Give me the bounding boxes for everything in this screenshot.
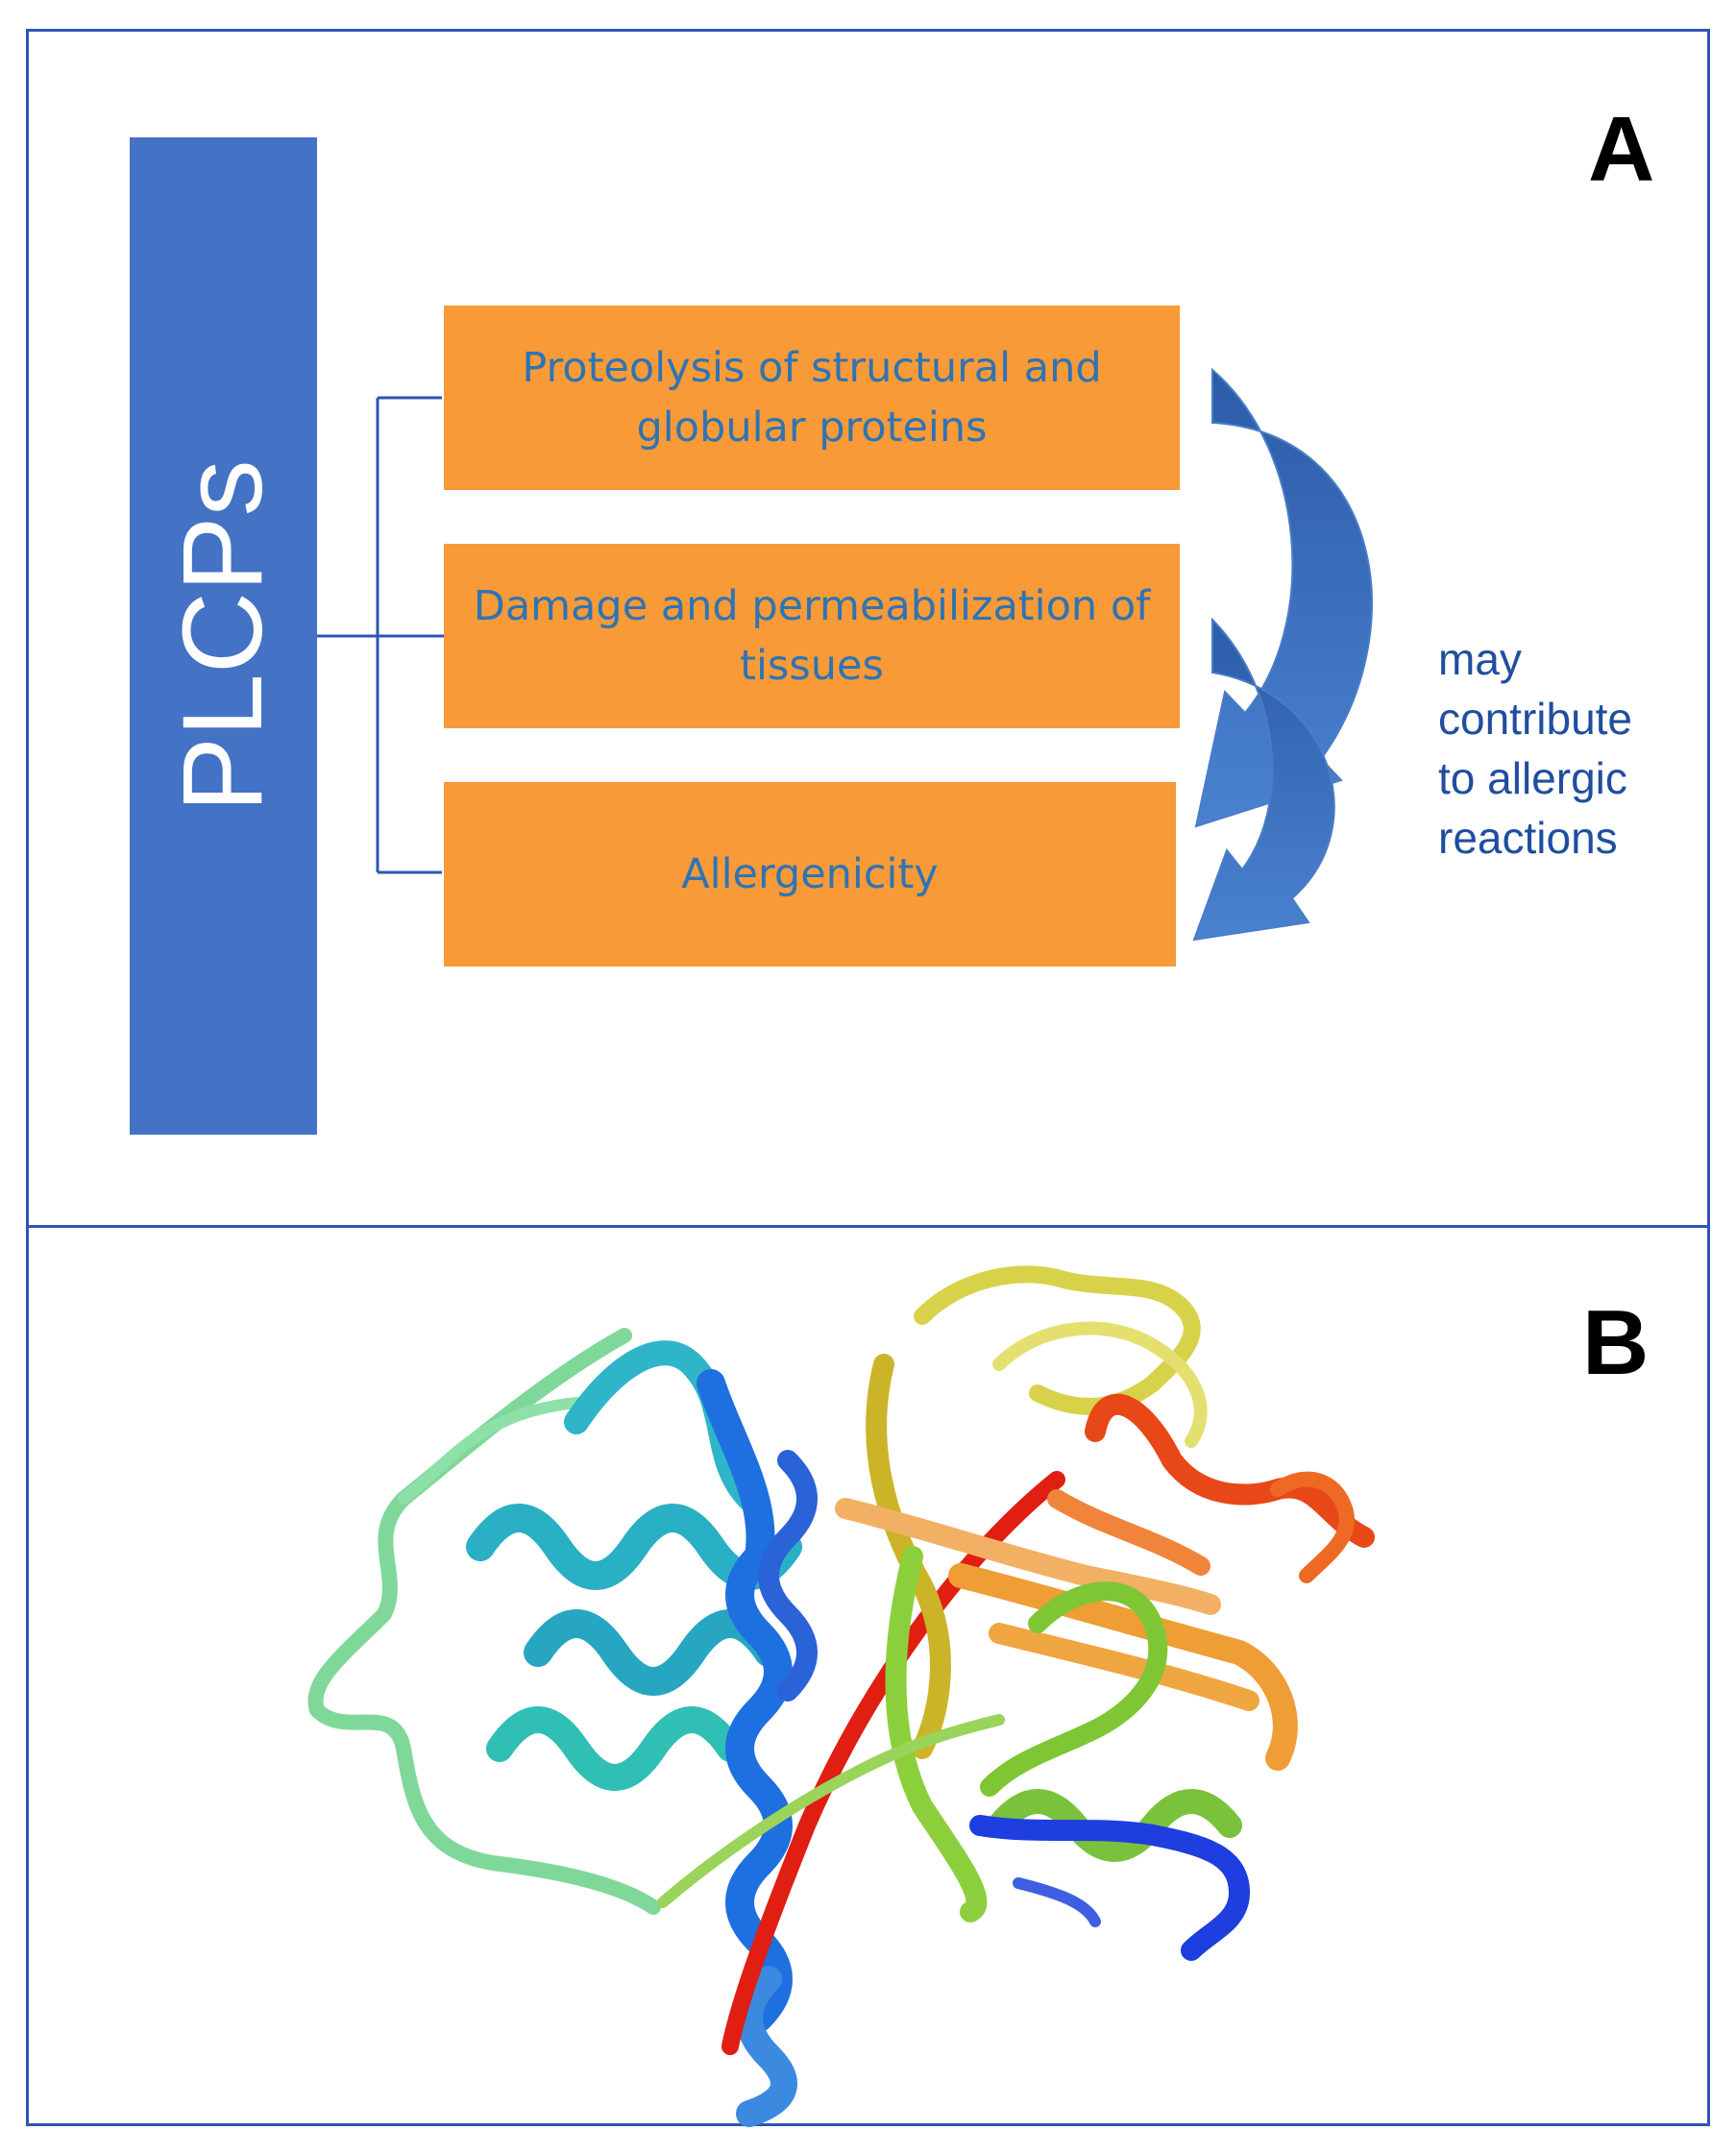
connector-bracket [317, 396, 444, 874]
figure-frame [26, 29, 1710, 2126]
box-damage-permeabilization: Damage and permeabilization of tissues [444, 544, 1180, 728]
arrow-note-line: contribute [1438, 694, 1633, 745]
arrow-note-line: may [1438, 634, 1522, 684]
arrow-note-line: to allergic [1438, 753, 1627, 804]
panel-divider [26, 1225, 1710, 1228]
panel-a-label: A [1588, 98, 1655, 201]
plcps-bar [130, 137, 317, 1135]
arrow-note: may contribute to allergic reactions [1438, 629, 1632, 868]
curved-arrows [1192, 367, 1373, 942]
panel-b-label: B [1582, 1291, 1650, 1394]
arrow-note-line: reactions [1438, 813, 1618, 864]
box-proteolysis: Proteolysis of structural and globular p… [444, 306, 1180, 490]
box-allergenicity: Allergenicity [444, 782, 1176, 967]
arrow-damage-to-allergenicity [1192, 617, 1335, 942]
